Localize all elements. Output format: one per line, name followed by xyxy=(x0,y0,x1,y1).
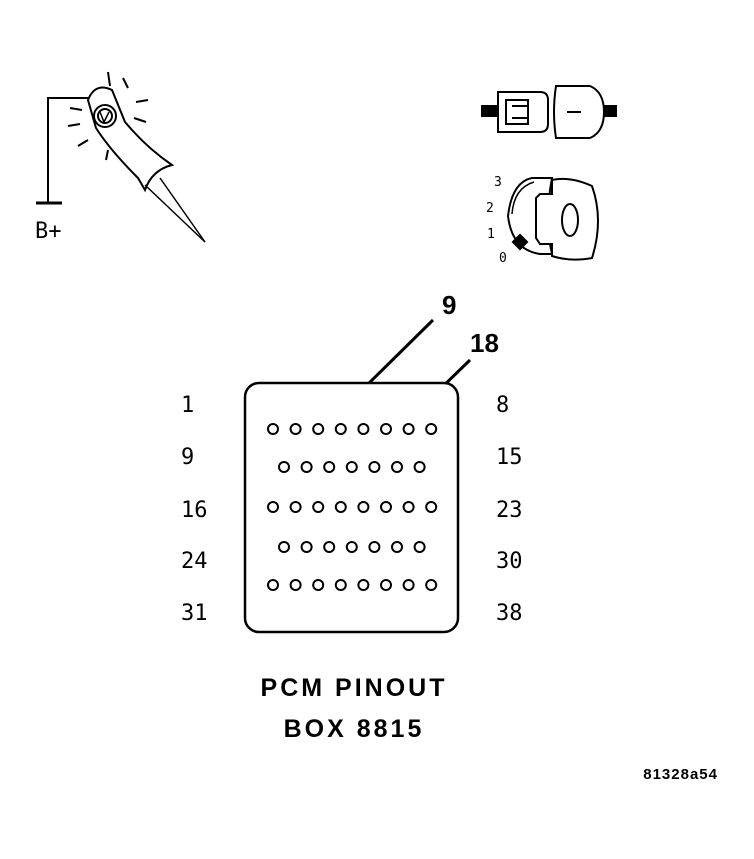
b-plus-label: B+ xyxy=(35,219,62,244)
pin-32 xyxy=(289,579,302,591)
pin-38 xyxy=(425,579,438,591)
connector-disconnect-icon xyxy=(481,85,617,139)
left-label-row5: 31 xyxy=(181,601,208,626)
pin-28 xyxy=(368,541,381,553)
pin-23 xyxy=(425,501,438,513)
pin-16 xyxy=(267,501,279,513)
right-label-row5: 38 xyxy=(496,601,523,626)
pin-2 xyxy=(289,423,302,435)
pin-27 xyxy=(345,541,358,553)
caption-line2: BOX 8815 xyxy=(284,715,425,743)
pin-19 xyxy=(334,501,347,513)
left-label-row1: 1 xyxy=(181,393,194,418)
pin-9 xyxy=(278,461,290,473)
pin-24 xyxy=(278,541,290,553)
pin-26 xyxy=(323,541,336,553)
row-labels: 1 9 16 24 31 8 15 23 30 38 xyxy=(181,393,523,626)
pin-14 xyxy=(391,461,403,473)
pin-3 xyxy=(312,423,325,435)
pin-11 xyxy=(323,461,336,473)
callout-18: 18 xyxy=(470,328,499,358)
left-label-row3: 16 xyxy=(181,498,208,523)
pin-30 xyxy=(413,541,426,553)
pin-15 xyxy=(413,461,426,473)
pin-34 xyxy=(334,579,347,591)
ignition-position-2: 2 xyxy=(486,201,494,216)
pin-20 xyxy=(357,501,370,513)
pin-33 xyxy=(312,579,325,591)
pin-21 xyxy=(380,501,392,513)
right-label-row3: 23 xyxy=(496,498,523,523)
pin-12 xyxy=(345,461,358,473)
pin-31 xyxy=(267,579,279,591)
pin-13 xyxy=(368,461,381,473)
right-label-row1: 8 xyxy=(496,393,509,418)
right-label-row2: 15 xyxy=(496,445,523,470)
ignition-position-3: 3 xyxy=(494,175,502,190)
left-label-row4: 24 xyxy=(181,549,208,574)
pin-17 xyxy=(289,501,302,513)
pin-10 xyxy=(300,461,313,473)
ignition-position-1: 1 xyxy=(487,227,495,242)
pin-8 xyxy=(425,423,438,435)
pin-5 xyxy=(357,423,370,435)
callout-9: 9 xyxy=(442,290,456,320)
pin-7 xyxy=(402,423,415,435)
test-light-icon xyxy=(36,71,206,243)
caption-line1: PCM PINOUT xyxy=(261,674,448,702)
pin-35 xyxy=(357,579,370,591)
pin-6 xyxy=(380,423,392,435)
pin-25 xyxy=(300,541,313,553)
ignition-position-0: 0 xyxy=(499,251,507,266)
pin-29 xyxy=(391,541,403,553)
pin-18 xyxy=(312,501,325,513)
figure-id: 81328a54 xyxy=(643,766,718,783)
pin-36 xyxy=(380,579,392,591)
pin-22 xyxy=(402,501,415,513)
left-label-row2: 9 xyxy=(181,445,194,470)
pin-1 xyxy=(267,423,279,435)
pcm-connector-outline xyxy=(243,381,460,634)
pin-37 xyxy=(402,579,415,591)
pin-grid xyxy=(267,423,438,591)
pin-4 xyxy=(334,423,347,435)
ignition-key-icon xyxy=(506,177,599,261)
right-label-row4: 30 xyxy=(496,549,523,574)
